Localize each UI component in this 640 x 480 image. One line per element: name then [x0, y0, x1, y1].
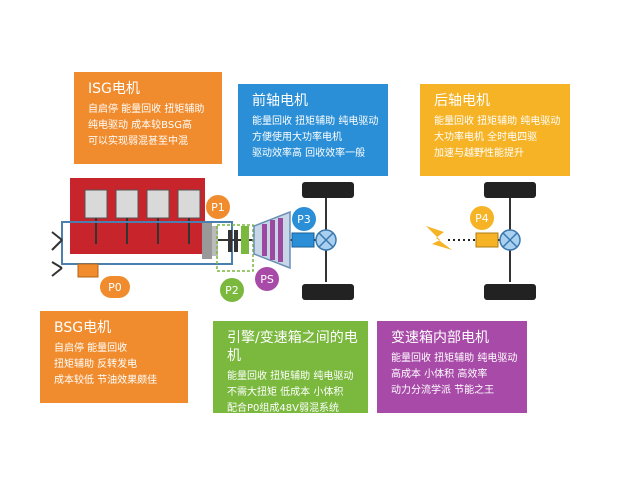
p3-label: P3 [297, 212, 311, 226]
bsg-title: BSG电机 [54, 320, 112, 336]
p4-marker: P4 [470, 206, 494, 230]
ps-box-line-3: 动力分流学派 节能之王 [391, 385, 495, 396]
rear-axle-box: 后轴电机 能量回收 扭矩辅助 纯电驱动 大功率电机 全时电四驱 加速与越野性能提… [420, 84, 570, 176]
p2-marker: P2 [220, 278, 244, 302]
clutch-plate [212, 226, 218, 256]
p4-label: P4 [475, 211, 489, 225]
p1-marker: P1 [206, 195, 230, 219]
rear-left-wheel [484, 182, 536, 198]
ps-box-title: 变速箱内部电机 [391, 330, 489, 346]
p3-motor [291, 232, 315, 248]
front-axle-box: 前轴电机 能量回收 扭矩辅助 纯电驱动 方便使用大功率电机 驱动效率高 回收效率… [238, 84, 388, 176]
front-axle-line-2: 方便使用大功率电机 [252, 132, 342, 143]
p1-flywheel [202, 223, 212, 259]
p2-box-line-1: 能量回收 扭矩辅助 纯电驱动 [227, 371, 354, 382]
engine-cylinder-1 [84, 189, 108, 219]
p2-motor [241, 226, 249, 254]
p3-marker: P3 [292, 207, 316, 231]
bsg-line-2: 扭矩辅助 反转发电 [54, 359, 138, 370]
p2-frame [216, 224, 254, 272]
front-axle-line-3: 驱动效率高 回收效率一般 [252, 148, 366, 159]
p2-label: P2 [225, 283, 239, 297]
front-axle-title: 前轴电机 [252, 93, 308, 109]
ps-marker: PS [255, 267, 279, 291]
lightning-icon [426, 226, 452, 250]
p0-label: P0 [108, 280, 122, 294]
p2-box: 引擎/变速箱之间的电机 能量回收 扭矩辅助 纯电驱动 不需大扭矩 低成本 小体积… [213, 321, 368, 414]
isg-title: ISG电机 [88, 81, 140, 97]
ps-box-line-1: 能量回收 扭矩辅助 纯电驱动 [391, 353, 518, 364]
ps-box-line-2: 高成本 小体积 高效率 [391, 369, 488, 380]
p0-motor [77, 263, 99, 278]
p2-box-line-2: 不需大扭矩 低成本 小体积 [227, 387, 344, 398]
rear-axle-line-2: 大功率电机 全时电四驱 [434, 132, 538, 143]
front-axle-line-1: 能量回收 扭矩辅助 纯电驱动 [252, 116, 379, 127]
rear-axle-line-1: 能量回收 扭矩辅助 纯电驱动 [434, 116, 561, 127]
rear-axle-title: 后轴电机 [434, 93, 490, 109]
ps-label: PS [260, 272, 274, 286]
ps-box: 变速箱内部电机 能量回收 扭矩辅助 纯电驱动 高成本 小体积 高效率 动力分流学… [377, 321, 527, 413]
p2-box-line-3: 配合P0组成48V弱混系统 [227, 403, 339, 414]
p2-box-title: 引擎/变速箱之间的电机 [227, 330, 358, 364]
isg-box: ISG电机 自启停 能量回收 扭矩辅助 纯电驱动 成本较BSG高 可以实现弱混甚… [74, 72, 222, 164]
bsg-line-1: 自启停 能量回收 [54, 343, 128, 354]
engine-cylinder-2 [115, 189, 139, 219]
bsg-box: BSG电机 自启停 能量回收 扭矩辅助 反转发电 成本较低 节油效果颇佳 [40, 311, 188, 403]
front-right-wheel [302, 284, 354, 300]
engine-cylinder-4 [177, 189, 201, 219]
bsg-line-3: 成本较低 节油效果颇佳 [54, 375, 158, 386]
p0-marker: P0 [100, 276, 130, 298]
rear-axle-line-3: 加速与越野性能提升 [434, 148, 524, 159]
isg-line-2: 纯电驱动 成本较BSG高 [88, 120, 192, 131]
front-left-wheel [302, 182, 354, 198]
isg-line-1: 自启停 能量回收 扭矩辅助 [88, 104, 205, 115]
rear-right-wheel [484, 284, 536, 300]
isg-line-3: 可以实现弱混甚至中混 [88, 136, 188, 147]
p4-motor [475, 232, 499, 248]
p1-label: P1 [211, 200, 225, 214]
engine-cylinder-3 [146, 189, 170, 219]
